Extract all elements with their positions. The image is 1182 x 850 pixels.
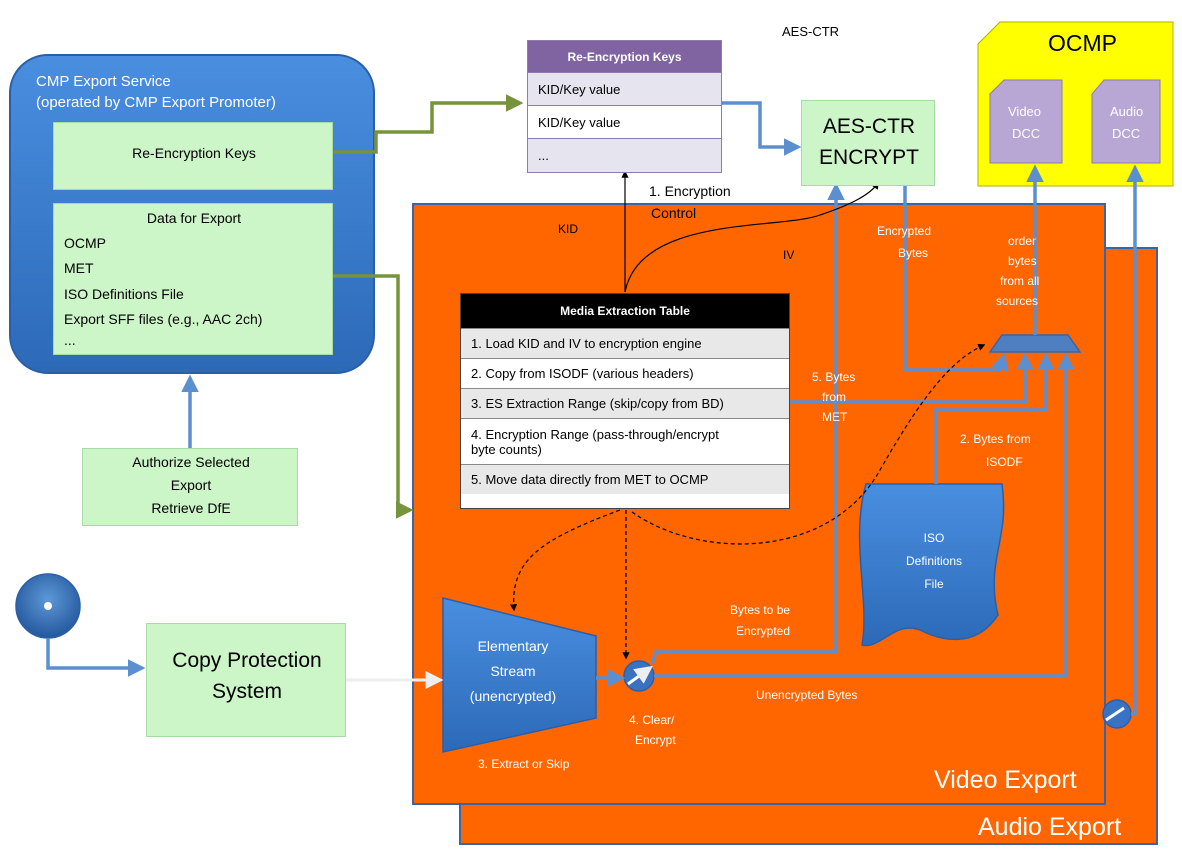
audio-dcc-shape	[1091, 79, 1161, 164]
iso-definitions-label: File	[924, 577, 944, 591]
unencrypted-bytes-label: Unencrypted Bytes	[756, 688, 858, 702]
reencryption-keys-table: Re-Encryption Keys KID/Key value KID/Key…	[527, 40, 722, 173]
elementary-stream-label: Elementary	[477, 638, 549, 654]
cmp-service-subtitle: (operated by CMP Export Promoter)	[36, 94, 276, 111]
met-row: 5. Move data directly from MET to OCMP	[461, 464, 789, 494]
ocmp-title: OCMP	[1048, 30, 1117, 56]
authorize-line1: Authorize Selected	[132, 454, 250, 470]
bytes-from-isodf-label: ISODF	[986, 455, 1023, 469]
copy-protection-box: Copy Protection System	[146, 623, 346, 737]
data-for-export-item: OCMP	[64, 235, 106, 251]
met-row: 2. Copy from ISODF (various headers)	[461, 358, 789, 388]
media-extraction-table-header: Media Extraction Table	[461, 294, 789, 328]
clear-encrypt-label: 4. Clear/	[629, 713, 675, 727]
data-for-export-item: ISO Definitions File	[64, 286, 184, 302]
bytes-from-met-label: 5. Bytes	[812, 370, 856, 384]
authorize-box: Authorize Selected Export Retrieve DfE	[82, 448, 298, 526]
clear-encrypt-label: Encrypt	[635, 733, 676, 747]
authorize-line3: Retrieve DfE	[151, 500, 231, 516]
multiplexer-shape	[988, 334, 1082, 353]
bytes-from-met-label: from	[822, 390, 846, 404]
copy-protection-line1: Copy Protection	[172, 649, 322, 672]
order-bytes-label: bytes	[1008, 254, 1037, 268]
bytes-to-be-encrypted-label: Bytes to be	[730, 603, 791, 617]
reencryption-table-row: ...	[528, 138, 721, 172]
kid-label: KID	[558, 222, 579, 236]
cmp-service-title: CMP Export Service	[36, 73, 171, 90]
encryption-control-label: Control	[651, 205, 697, 221]
aes-ctr-line2: ENCRYPT	[819, 146, 919, 169]
extract-skip-label: 3. Extract or Skip	[478, 757, 570, 771]
video-dcc-shape	[989, 79, 1063, 164]
met-row-multiline: 4. Encryption Range (pass-through/encryp…	[461, 418, 789, 464]
video-dcc-label: DCC	[1012, 126, 1041, 141]
encrypted-bytes-label: Bytes	[898, 246, 929, 260]
aes-ctr-top-label: AES-CTR	[782, 24, 840, 39]
bytes-to-be-encrypted-label: Encrypted	[736, 624, 791, 638]
data-for-export-item: MET	[64, 260, 94, 276]
encryption-control-label: 1. Encryption	[649, 183, 731, 199]
order-bytes-label: from all	[1000, 274, 1040, 288]
data-for-export-heading: Data for Export	[146, 210, 242, 226]
audio-dcc-label: DCC	[1112, 126, 1141, 141]
video-dcc-label: Video	[1008, 104, 1042, 119]
bytes-from-met-label: MET	[822, 410, 848, 424]
order-bytes-label: order	[1008, 234, 1037, 248]
copy-protection-line2: System	[211, 680, 282, 703]
reencryption-keys-box: Re-Encryption Keys	[53, 122, 333, 190]
reencryption-keys-box-label: Re-Encryption Keys	[132, 145, 256, 161]
iv-label: IV	[783, 248, 795, 262]
met-row: 1. Load KID and IV to encryption engine	[461, 328, 789, 358]
iso-definitions-label: ISO	[923, 531, 945, 545]
reencryption-table-row: KID/Key value	[528, 105, 721, 138]
media-extraction-table: Media Extraction Table 1. Load KID and I…	[460, 293, 790, 509]
reencryption-table-header: Re-Encryption Keys	[528, 41, 721, 72]
iso-definitions-shape	[858, 483, 1005, 647]
aes-ctr-encrypt-box: AES-CTR ENCRYPT	[801, 100, 935, 186]
video-export-title: Video Export	[934, 766, 1077, 794]
met-row-line: byte counts)	[471, 441, 542, 457]
reencryption-table-row: KID/Key value	[528, 72, 721, 105]
iso-definitions-label: Definitions	[905, 554, 963, 568]
elementary-stream-shape	[442, 597, 597, 753]
data-for-export-item: Export SFF files (e.g., AAC 2ch)	[64, 311, 263, 327]
encrypted-bytes-label: Encrypted	[877, 224, 932, 238]
bytes-from-isodf-label: 2. Bytes from	[960, 432, 1031, 446]
order-bytes-label: sources	[996, 294, 1039, 308]
data-for-export-item: ...	[64, 332, 76, 348]
elementary-stream-label: (unencrypted)	[469, 688, 557, 704]
aes-ctr-line1: AES-CTR	[822, 115, 916, 138]
met-row: 3. ES Extraction Range (skip/copy from B…	[461, 388, 789, 418]
met-row-line: 4. Encryption Range (pass-through/encryp…	[471, 426, 719, 442]
authorize-line2: Export	[170, 477, 212, 493]
audio-export-title: Audio Export	[978, 813, 1122, 841]
data-for-export-box: Data for Export OCMP MET ISO Definitions…	[53, 203, 333, 355]
audio-dcc-label: Audio	[1110, 104, 1144, 119]
elementary-stream-label: Stream	[490, 663, 536, 679]
